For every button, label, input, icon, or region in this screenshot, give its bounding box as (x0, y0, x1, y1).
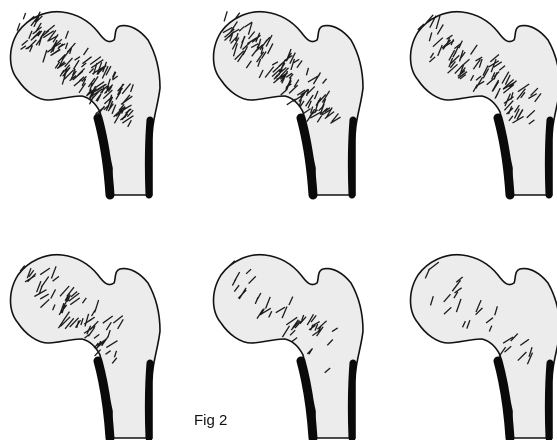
figure-caption: Fig 2 (194, 412, 227, 429)
femur-1 (11, 12, 161, 195)
femur-4 (11, 255, 161, 438)
femur-outline (11, 255, 161, 438)
femur-5 (214, 255, 364, 438)
femur-outline (411, 12, 557, 195)
lateral-cortex (148, 363, 150, 438)
lateral-cortex (548, 363, 550, 438)
femur-outline (214, 255, 364, 438)
femur-2 (214, 11, 364, 195)
lateral-cortex (148, 120, 150, 195)
lateral-cortex (351, 120, 353, 195)
femur-outline (411, 255, 557, 438)
femur-6 (411, 255, 557, 438)
lateral-cortex (548, 120, 550, 195)
femur-3 (411, 12, 557, 195)
lateral-cortex (351, 363, 353, 438)
